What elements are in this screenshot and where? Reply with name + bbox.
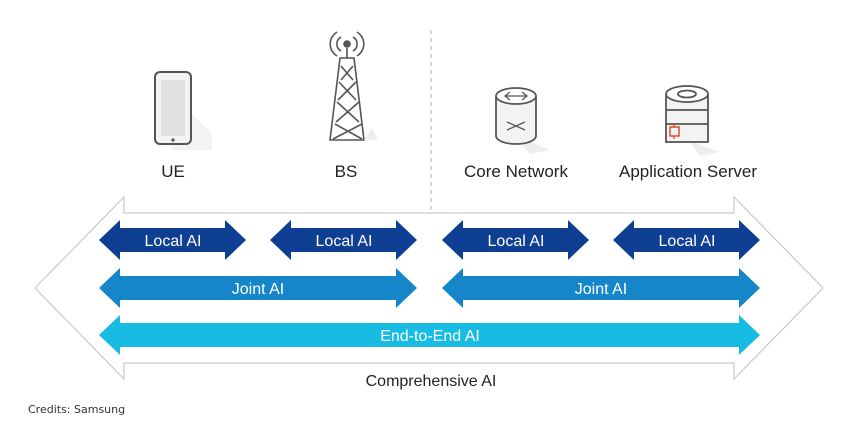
local-ai-label: Local AI <box>145 233 202 250</box>
local-ai-arrow <box>270 220 417 260</box>
cell-tower-icon <box>329 31 378 141</box>
local-ai-arrow <box>99 220 246 260</box>
joint-ai-label: Joint AI <box>232 281 284 298</box>
node-label-ue: UE <box>161 162 185 181</box>
node-label-bs: BS <box>335 162 358 181</box>
comprehensive-ai-label: Comprehensive AI <box>366 373 497 390</box>
local-ai-arrow <box>442 220 589 260</box>
local-ai-label: Local AI <box>488 233 545 250</box>
server-icon <box>665 85 720 156</box>
node-label-core-network: Core Network <box>464 162 568 181</box>
local-ai-arrow <box>613 220 760 260</box>
end-to-end-ai-label: End-to-End AI <box>380 328 480 345</box>
end-to-end-ai-arrow <box>99 315 760 355</box>
joint-ai-label: Joint AI <box>575 281 627 298</box>
credits-text: Credits: Samsung <box>28 403 126 416</box>
joint-ai-arrow <box>442 268 760 308</box>
node-label-application-server: Application Server <box>619 162 757 181</box>
smartphone-icon <box>154 71 212 150</box>
router-cylinder-icon <box>495 87 550 154</box>
joint-ai-arrow <box>99 268 417 308</box>
local-ai-label: Local AI <box>316 233 373 250</box>
local-ai-label: Local AI <box>659 233 716 250</box>
